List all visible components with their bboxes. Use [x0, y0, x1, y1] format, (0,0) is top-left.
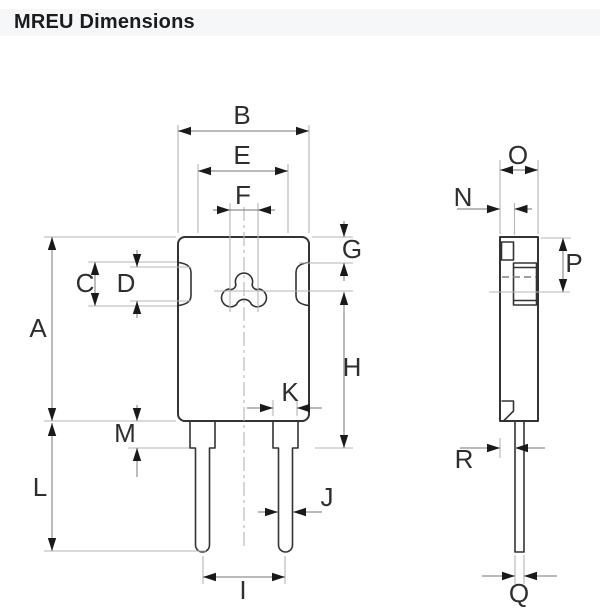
left-notch [178, 261, 192, 307]
dim-label-g: G [342, 234, 362, 264]
dim-label-i: I [239, 575, 246, 605]
dim-label-r: R [455, 444, 474, 474]
dim-label-k: K [281, 377, 299, 407]
dim-label-b: B [233, 100, 250, 130]
dimension-arrowheads [47, 126, 568, 582]
side-view-hole-recess [500, 241, 515, 261]
side-view [499, 236, 539, 553]
dim-label-a: A [29, 313, 47, 343]
dim-label-p: P [565, 248, 582, 278]
dim-label-n: N [454, 182, 473, 212]
title-bar: MREU Dimensions [0, 9, 600, 36]
dim-label-o: O [508, 140, 528, 170]
dim-label-d: D [117, 268, 136, 298]
bottom-chamfer-detail [501, 400, 515, 422]
dimension-labels: B E F G H A C D M L K J I O N P R Q [29, 100, 582, 608]
left-lead [189, 422, 216, 553]
dim-label-m: M [114, 418, 136, 448]
extension-lines [44, 125, 571, 584]
dim-label-e: E [233, 140, 250, 170]
dim-label-c: C [76, 268, 95, 298]
side-view-lead [514, 420, 525, 553]
right-notch [295, 261, 309, 307]
page-title: MREU Dimensions [14, 11, 195, 33]
side-view-body [499, 236, 539, 422]
dim-label-l: L [33, 472, 47, 502]
dim-label-j: J [321, 482, 334, 512]
side-view-tab-block [512, 262, 538, 306]
dim-label-q: Q [509, 578, 529, 608]
dim-label-f: F [235, 180, 251, 210]
right-lead [272, 422, 299, 553]
dim-label-h: H [343, 352, 362, 382]
